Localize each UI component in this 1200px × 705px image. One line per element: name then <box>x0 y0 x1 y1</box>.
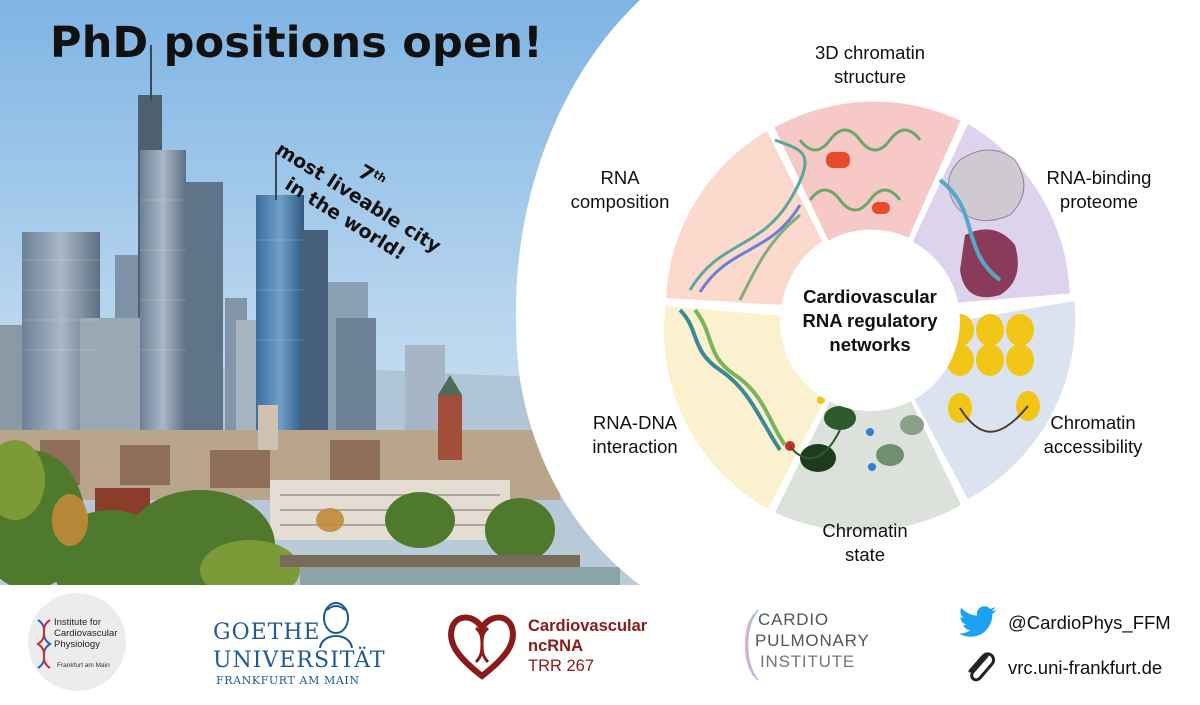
ncrna-line-2: ncRNA <box>528 637 584 655</box>
dna-double-helix-illustration <box>678 308 787 452</box>
cpi-lines-icon <box>744 609 759 681</box>
label-rna-binding-proteome: RNA-binding proteome <box>1046 167 1152 212</box>
twitter-bird-icon[interactable] <box>958 606 998 638</box>
website-link[interactable]: vrc.uni-frankfurt.de <box>1008 657 1163 678</box>
goethe-portrait-icon <box>319 602 353 649</box>
cpi-line-2: PULMONARY <box>755 631 870 650</box>
institute-logo-badge <box>28 593 126 691</box>
segment-chromatin-structure <box>774 101 961 241</box>
wheel-center: Cardiovascular RNA regulatory networks <box>780 231 960 411</box>
label-rna-composition: RNA composition <box>570 167 670 212</box>
page-title: PhD positions open! <box>50 18 543 68</box>
ncrna-line-3: TRR 267 <box>528 657 595 675</box>
institute-location: Frankfurt am Main <box>57 662 110 669</box>
histone-state-illustration <box>785 396 924 472</box>
twitter-handle-link[interactable]: @CardioPhys_FFM <box>1008 612 1171 633</box>
segment-rna-composition <box>666 131 823 305</box>
label-chromatin-structure: 3D chromatin structure <box>814 42 925 87</box>
institute-name: Institute for Cardiovascular Physiology <box>54 617 118 650</box>
protein-blob-illustration <box>938 149 1025 298</box>
wheel-center-title: Cardiovascular RNA regulatory networks <box>802 286 938 355</box>
cpi-line-3: INSTITUTE <box>760 652 856 671</box>
paperclip-icon <box>968 652 996 682</box>
goethe-line-2: UNIVERSITÄT <box>213 648 386 673</box>
heart-rna-icon <box>448 614 516 680</box>
ncrna-line-1: Cardiovascular <box>528 617 648 635</box>
goethe-line-3: FRANKFURT AM MAIN <box>216 674 360 687</box>
institute-helix-icon <box>36 619 52 669</box>
chromatin-helix-illustration <box>798 128 922 214</box>
rna-helix-illustration <box>688 138 807 301</box>
label-chromatin-accessibility: Chromatin accessibility <box>1043 412 1143 457</box>
label-rna-dna-interaction: RNA-DNA interaction <box>592 412 678 457</box>
goethe-line-1: GOETHE <box>213 620 321 645</box>
footer-logos <box>0 585 1200 705</box>
cpi-line-1: CARDIO <box>758 610 829 629</box>
label-chromatin-state: Chromatin state <box>822 520 908 565</box>
